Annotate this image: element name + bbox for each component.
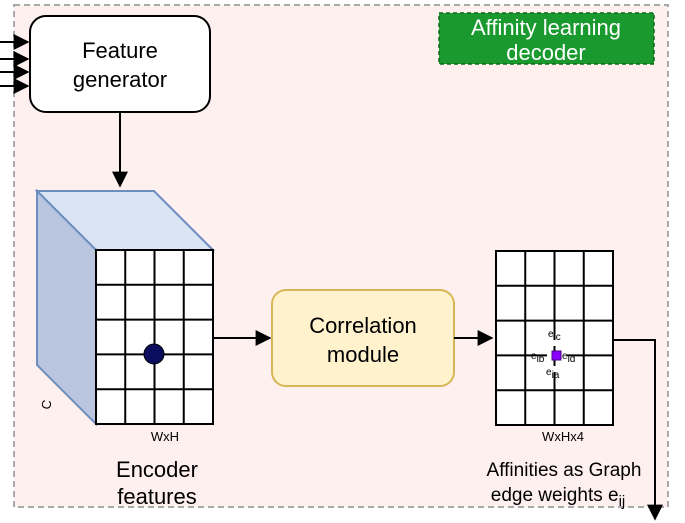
affinity-edge-node-right: [561, 352, 567, 360]
affinity-edge-node-top: [553, 340, 561, 346]
decoder-badge: Affinity learning decoder: [438, 12, 655, 65]
correlation-module-box: Correlation module: [271, 289, 455, 387]
encoder-channel-label: C: [38, 399, 54, 411]
encoder-feature-node: [143, 343, 165, 365]
affinity-edge-node-bottom: [553, 366, 561, 372]
affinity-grid-label: WxHx4: [542, 429, 584, 444]
affinity-caption-line1: Affinities as Graph: [487, 460, 642, 481]
affinity-center-node: [551, 350, 562, 361]
affinity-neighbor-left: eib: [531, 351, 545, 365]
encoder-grid-label: WxH: [151, 429, 179, 444]
correlation-line1: Correlation: [309, 313, 417, 338]
badge-title-line1: Affinity learning: [471, 15, 621, 40]
feature-generator-box: Feature generator: [29, 15, 211, 113]
affinity-neighbor-bottom: eia: [546, 367, 560, 381]
affinity-edge-node-left: [547, 352, 553, 360]
encoder-caption-line1: Encoder: [116, 457, 198, 482]
affinity-caption-line2: edge weights eij: [491, 485, 626, 510]
affinity-neighbor-right: eid: [562, 351, 575, 365]
encoder-grid: [96, 250, 213, 424]
feature-generator-line1: Feature: [82, 38, 158, 63]
affinity-grid: [496, 251, 613, 425]
affinity-neighbor-top: eic: [548, 329, 561, 343]
affinity-grid-group: eic eib eid eia WxHx4: [495, 250, 614, 444]
badge-title-line2: decoder: [506, 40, 586, 65]
encoder-caption-line2: features: [117, 484, 197, 509]
input-arrows: [0, 34, 30, 94]
encoder-feature-cube: C WxH: [34, 188, 216, 444]
feature-generator-line2: generator: [73, 67, 167, 92]
affinity-output-arrow: [613, 339, 663, 521]
correlation-line2: module: [327, 342, 399, 367]
